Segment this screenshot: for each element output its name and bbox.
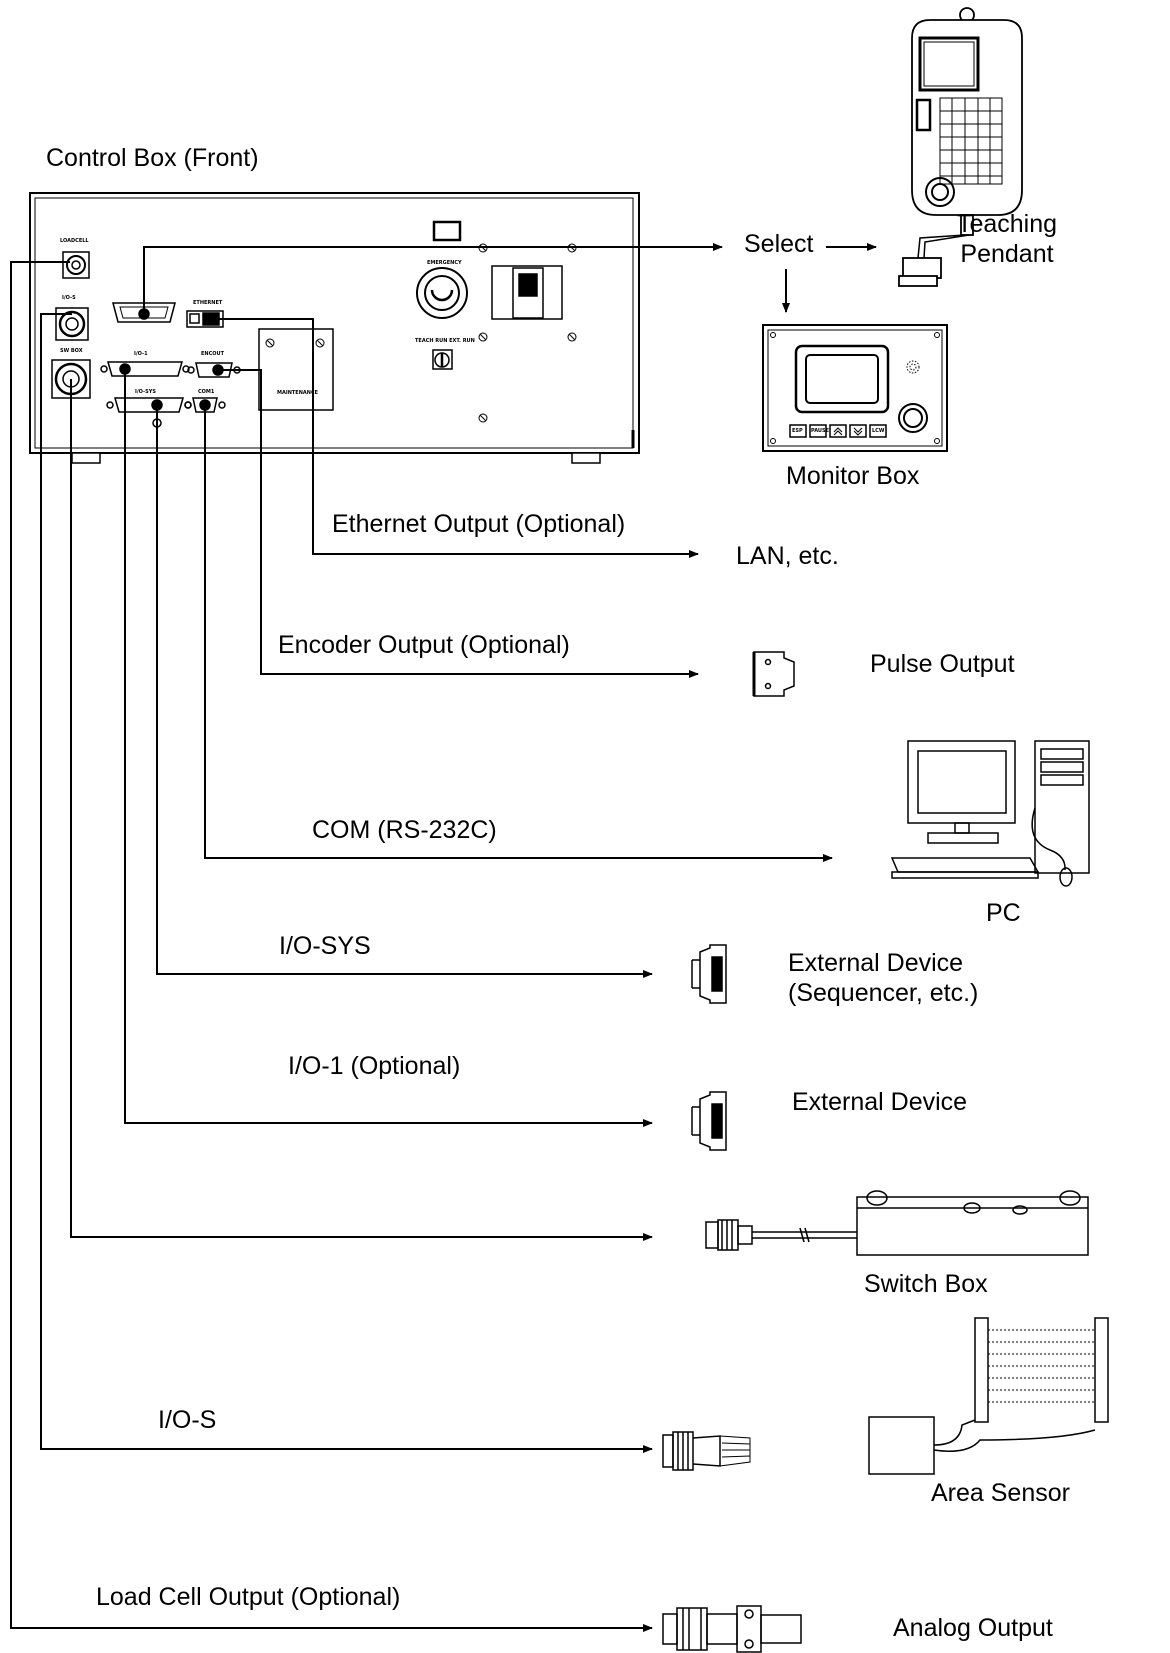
com1-port: [184, 397, 226, 413]
label-encout: ENCOUT: [201, 351, 224, 357]
diagram-title: Control Box (Front): [46, 144, 259, 172]
lan-label: LAN, etc.: [736, 542, 839, 570]
label-teach-run: TEACH RUN EXT. RUN: [415, 338, 475, 344]
label-emergency: EMERGENCY: [427, 260, 462, 266]
monitor-button-lcw: LCW: [872, 428, 885, 434]
pulse-output-label: Pulse Output: [870, 650, 1015, 678]
ethernet-output-label: Ethernet Output (Optional): [332, 510, 626, 538]
label-ethernet: ETHERNET: [193, 300, 223, 306]
external-device-connector-1: [691, 944, 727, 1004]
encoder-output-label: Encoder Output (Optional): [278, 631, 570, 659]
monitor-button-esp: ESP: [792, 428, 803, 434]
label-maintenance: MAINTENANCE: [277, 390, 319, 396]
power-lamp: [432, 220, 462, 242]
monitor-button-pause: PAUSE: [811, 428, 829, 434]
analog-output-label: Analog Output: [893, 1614, 1053, 1642]
pulse-output-connector: [752, 651, 795, 697]
label-io-1: I/O-1: [134, 351, 148, 357]
emergency-button: [416, 267, 468, 319]
breaker: [491, 265, 563, 320]
teach-run-key-switch: [432, 349, 453, 370]
label-com1: COM1: [198, 389, 215, 395]
encout-port: [187, 362, 241, 378]
teaching-pendant-drawing: [898, 7, 1023, 287]
analog-output-connector: [662, 1605, 802, 1653]
teaching-pendant-label-line2: Pendant: [960, 240, 1054, 268]
pc-label: PC: [986, 899, 1021, 927]
io-s-connector: [55, 307, 89, 341]
switch-box-label: Switch Box: [864, 1270, 988, 1298]
external-device-seq-line1: External Device: [788, 949, 964, 977]
pendant-port: [112, 302, 176, 323]
area-sensor-label: Area Sensor: [931, 1479, 1070, 1507]
monitor-box-label: Monitor Box: [786, 462, 920, 490]
loadcell-output-label: Load Cell Output (Optional): [96, 1583, 401, 1611]
label-sw-box: SW BOX: [60, 348, 83, 354]
loadcell-connector: [62, 251, 90, 279]
control-box: [29, 192, 640, 464]
label-io-sys-port: I/O-SYS: [135, 389, 156, 395]
area-sensor-drawing: [662, 1317, 1109, 1475]
external-device-connector-2: [691, 1091, 727, 1151]
label-io-s-port: I/O-S: [62, 295, 76, 301]
external-device-seq-line2: (Sequencer, etc.): [788, 979, 979, 1007]
select-label: Select: [744, 230, 814, 258]
pc-drawing: [890, 740, 1090, 887]
connection-lines: [10, 243, 877, 1632]
io-1-label: I/O-1 (Optional): [288, 1052, 461, 1080]
switch-box-drawing: [705, 1190, 1089, 1256]
io-s-label: I/O-S: [158, 1406, 217, 1434]
label-loadcell: LOADCELL: [60, 238, 89, 244]
com-label: COM (RS-232C): [312, 816, 497, 844]
external-device-label: External Device: [792, 1088, 968, 1116]
io-sys-label: I/O-SYS: [279, 932, 371, 960]
teaching-pendant-label-line1: Teaching: [956, 210, 1058, 238]
monitor-box-drawing: [762, 324, 948, 452]
